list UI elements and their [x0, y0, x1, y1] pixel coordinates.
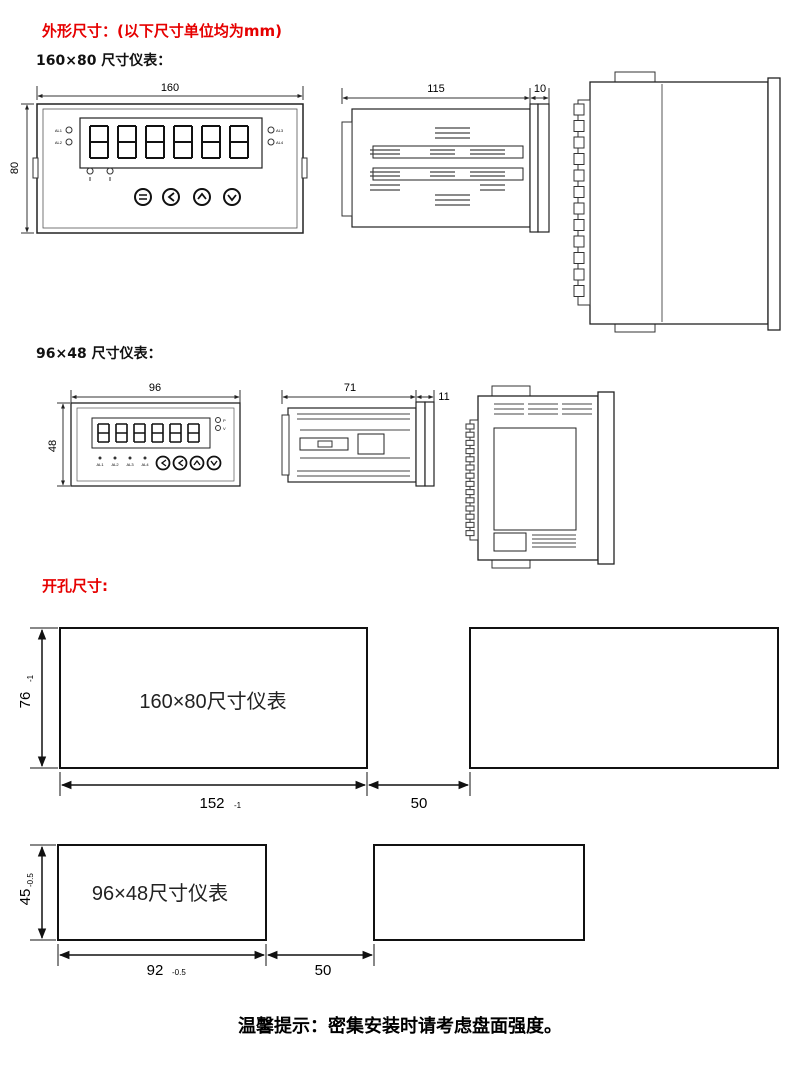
small-cutout-height: 45	[17, 889, 34, 906]
large-bezel-label: 10	[534, 83, 546, 95]
small-rear-view	[465, 385, 615, 569]
terminal-screw	[465, 448, 475, 455]
small-width-label: 96	[149, 382, 161, 394]
small-al4: AL4	[141, 462, 149, 467]
large-width-label: 160	[161, 82, 179, 94]
large-cutout-label: 160×80尺寸仪表	[139, 690, 286, 713]
large-height-label: 80	[9, 162, 21, 174]
small-cutout: 96×48尺寸仪表 45 -0.5 92 -0.5 50	[17, 844, 585, 979]
large-rear-view	[573, 71, 781, 333]
terminal-screw	[465, 513, 475, 520]
seven-segment-digit	[133, 423, 146, 443]
terminal-screw	[573, 136, 585, 149]
section-large-title: 160×80 尺寸仪表：	[36, 53, 172, 69]
terminal-screw	[573, 252, 585, 264]
terminal-screw	[573, 120, 585, 132]
terminal-screw	[465, 472, 475, 479]
footer-tip: 温馨提示：密集安装时请考虑盘面强度。	[238, 1016, 562, 1037]
large-cutout-width: 152	[199, 795, 224, 812]
seven-segment-digit	[169, 423, 182, 443]
small-cutout-label: 96×48尺寸仪表	[92, 882, 228, 905]
small-front-view: 96 48 P V AL1 AL2 AL3 AL4	[47, 382, 241, 487]
small-cutout-width: 92	[147, 962, 164, 979]
seven-segment-digit	[117, 125, 137, 159]
terminal-screw	[465, 423, 475, 430]
terminal-screw	[573, 153, 585, 165]
small-cutout-width-tol: -0.5	[172, 968, 186, 977]
section-cutout-title: 开孔尺寸:	[42, 577, 108, 595]
large-cutout-gap: 50	[411, 795, 428, 812]
terminal-screw	[465, 431, 475, 438]
terminal-screw	[465, 521, 475, 528]
terminal-screw	[465, 456, 475, 463]
terminal-screw	[573, 202, 585, 215]
small-keypad	[155, 455, 222, 471]
terminal-screw	[573, 186, 585, 198]
small-v: V	[223, 426, 226, 431]
large-side-view: 115 10	[341, 83, 550, 233]
small-side-view: 71 11	[281, 382, 450, 487]
large-cutout: 160×80尺寸仪表 76 -1 152 -1 50	[17, 627, 779, 812]
large-al2: AL2	[55, 140, 63, 145]
terminal-screw	[465, 505, 475, 512]
terminal-screw	[573, 219, 585, 231]
terminal-screw	[573, 285, 585, 297]
small-al2: AL2	[111, 462, 119, 467]
seven-segment-digit	[89, 125, 109, 159]
terminal-screw	[465, 439, 475, 446]
large-cutout-height-tol: -1	[26, 674, 35, 682]
large-al4: AL4	[276, 140, 284, 145]
terminal-screw	[465, 464, 475, 471]
terminal-screw	[465, 497, 475, 504]
seven-segment-digit	[145, 125, 165, 159]
large-cutout-width-tol: -1	[234, 801, 242, 810]
terminal-screw	[573, 235, 585, 248]
small-cutout-gap: 50	[315, 962, 332, 979]
small-cutout-height-tol: -0.5	[26, 873, 35, 887]
small-bezel-label: 11	[438, 391, 449, 403]
seven-segment-digit	[229, 125, 249, 159]
terminal-screw	[573, 268, 585, 281]
small-al1: AL1	[96, 462, 104, 467]
small-p: P	[223, 418, 226, 423]
section-small-title: 96×48 尺寸仪表：	[36, 346, 162, 362]
large-al3: AL3	[276, 128, 284, 133]
dimensions-heading: 外形尺寸：(以下尺寸单位均为mm)	[42, 22, 282, 40]
large-al1: AL1	[55, 128, 63, 133]
terminal-screw	[465, 530, 475, 537]
terminal-screw	[465, 489, 475, 496]
seven-segment-digit	[201, 125, 221, 159]
small-height-label: 48	[47, 440, 59, 452]
small-al3: AL3	[126, 462, 134, 467]
large-keypad	[134, 188, 241, 206]
terminal-screw	[573, 169, 585, 182]
seven-segment-digit	[115, 423, 128, 443]
seven-segment-digit	[151, 423, 164, 443]
seven-segment-digit	[97, 423, 110, 443]
small-depth-label: 71	[344, 382, 356, 394]
terminal-screw	[465, 480, 475, 487]
large-cutout-height: 76	[17, 692, 34, 709]
seven-segment-digit	[173, 125, 193, 159]
seven-segment-digit	[187, 423, 200, 443]
large-front-view: 160 80 AL1 AL2 AL3 AL4	[9, 82, 308, 234]
large-depth-label: 115	[427, 83, 445, 95]
terminal-screw	[573, 103, 585, 116]
